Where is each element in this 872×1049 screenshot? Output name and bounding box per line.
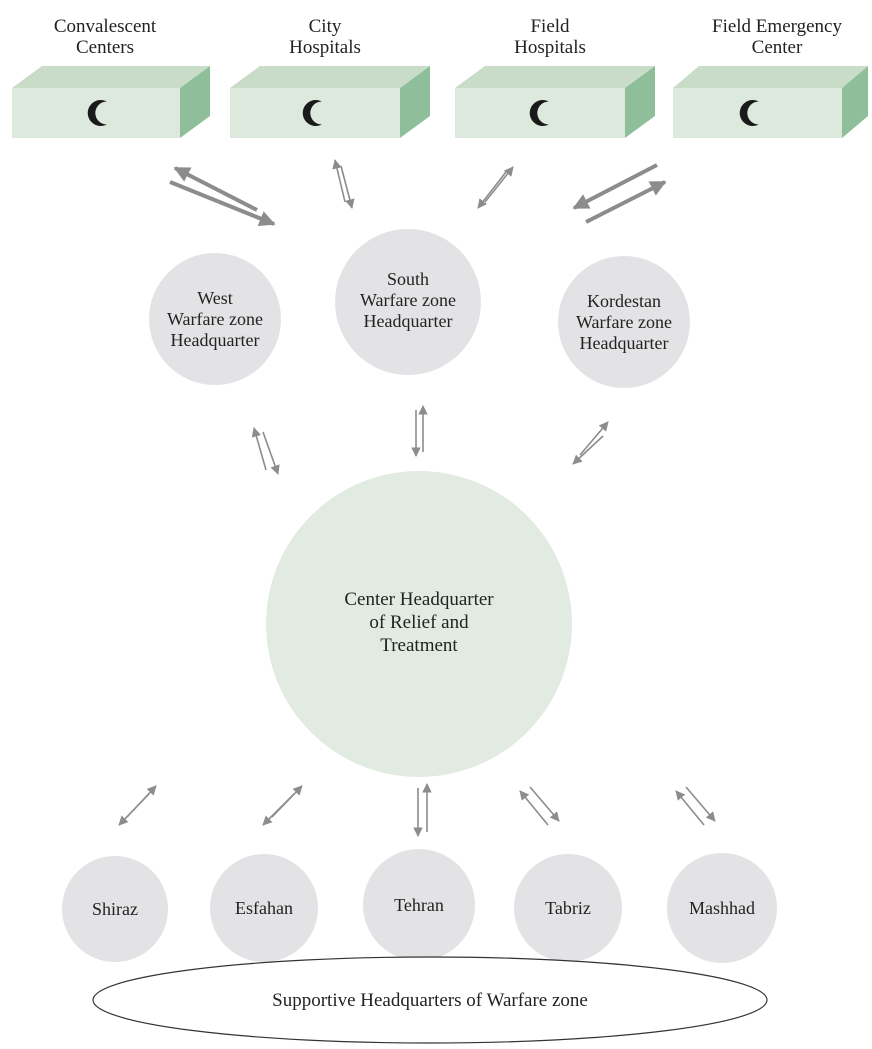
zone-circle [558,256,690,388]
facility-label-line: Convalescent [54,16,157,37]
zone-label-line: South [387,269,429,289]
crescent-icon [302,100,322,127]
arrow-to-west-zone [169,180,276,227]
arrow-to-center-from-kordestan [572,435,604,465]
city-esfahan: Esfahan [210,854,318,962]
facility-label-line: Centers [76,37,134,58]
center-label-line: of Relief and [369,612,469,633]
city-circle [62,856,168,962]
arrow-to-center-from-mashhad [675,790,705,826]
city-circle [667,853,777,963]
arrow-to-west-zone-from-center [251,427,267,471]
city-shiraz: Shiraz [62,856,168,962]
zone-label-line: Warfare zone [167,309,263,329]
supportive-headquarters: Supportive Headquarters of Warfare zone [92,956,768,1044]
arrow-to-south-zone-2 [477,171,507,209]
facility-label-line: Field Emergency [712,16,842,37]
city-tehran: Tehran [363,849,475,961]
arrow-to-south-zone [340,165,355,209]
box-side [842,66,868,138]
center-circle [266,471,572,777]
box-side [400,66,430,138]
center-label-line: Center Headquarter [344,589,494,610]
arrow-to-field-emergency [585,180,667,224]
city-circle [514,854,622,962]
zone-label-line: Kordestan [587,291,661,311]
arrows-zones-center [251,405,609,475]
crescent-icon [739,100,759,127]
city-label: Mashhad [689,898,755,918]
city-circle [210,854,318,962]
arrow-to-kordestan-from-center [579,421,609,456]
zone-label-line: Warfare zone [576,312,672,332]
box-front [455,88,625,138]
box-front [230,88,400,138]
zone-label-line: Headquarter [364,311,453,331]
facility-label-line: Hospitals [289,37,361,58]
city-label: Tabriz [545,898,591,918]
facility-label-line: Center [752,37,803,58]
city-tabriz: Tabriz [514,854,622,962]
zone-circle [335,229,481,375]
box-side [625,66,655,138]
city-label: Shiraz [92,899,138,919]
arrow-to-center-from-west [262,431,280,475]
arrow-to-convalescent [173,166,258,212]
crescent-icon [87,100,107,127]
box-top [455,66,655,88]
city-label: Tehran [394,895,444,915]
box-front [673,88,842,138]
arrow-to-tabriz [529,786,560,822]
city-circle [363,849,475,961]
zone-label-line: Headquarter [580,333,669,353]
arrow-to-kordestan-zone [572,163,658,210]
support-ellipse [92,956,768,1044]
arrow-to-city-hospitals [332,159,346,203]
arrow-to-esfahan [262,793,295,826]
facility-label-line: Field [530,16,570,37]
arrow-to-field-hospitals [484,166,514,203]
crescent-icon [529,100,549,127]
zone-circle [149,253,281,385]
zone-label-line: Warfare zone [360,290,456,310]
box-front [12,88,180,138]
facility-label-line: City [309,16,342,37]
zone-label-line: West [197,288,233,308]
arrow-to-center-from-tabriz [519,790,549,826]
facility-label-line: Hospitals [514,37,586,58]
box-top [230,66,430,88]
box-side [180,66,210,138]
arrows-facilities-zones [169,159,667,227]
arrow-to-mashhad [685,786,716,822]
box-top [12,66,210,88]
support-label: Supportive Headquarters of Warfare zone [272,990,588,1011]
arrow-to-shiraz [118,793,150,826]
zone-label-line: Headquarter [171,330,260,350]
city-label: Esfahan [235,898,293,918]
box-top [673,66,868,88]
arrows-center-cities [118,783,716,837]
city-mashhad: Mashhad [667,853,777,963]
center-label-line: Treatment [380,635,458,656]
